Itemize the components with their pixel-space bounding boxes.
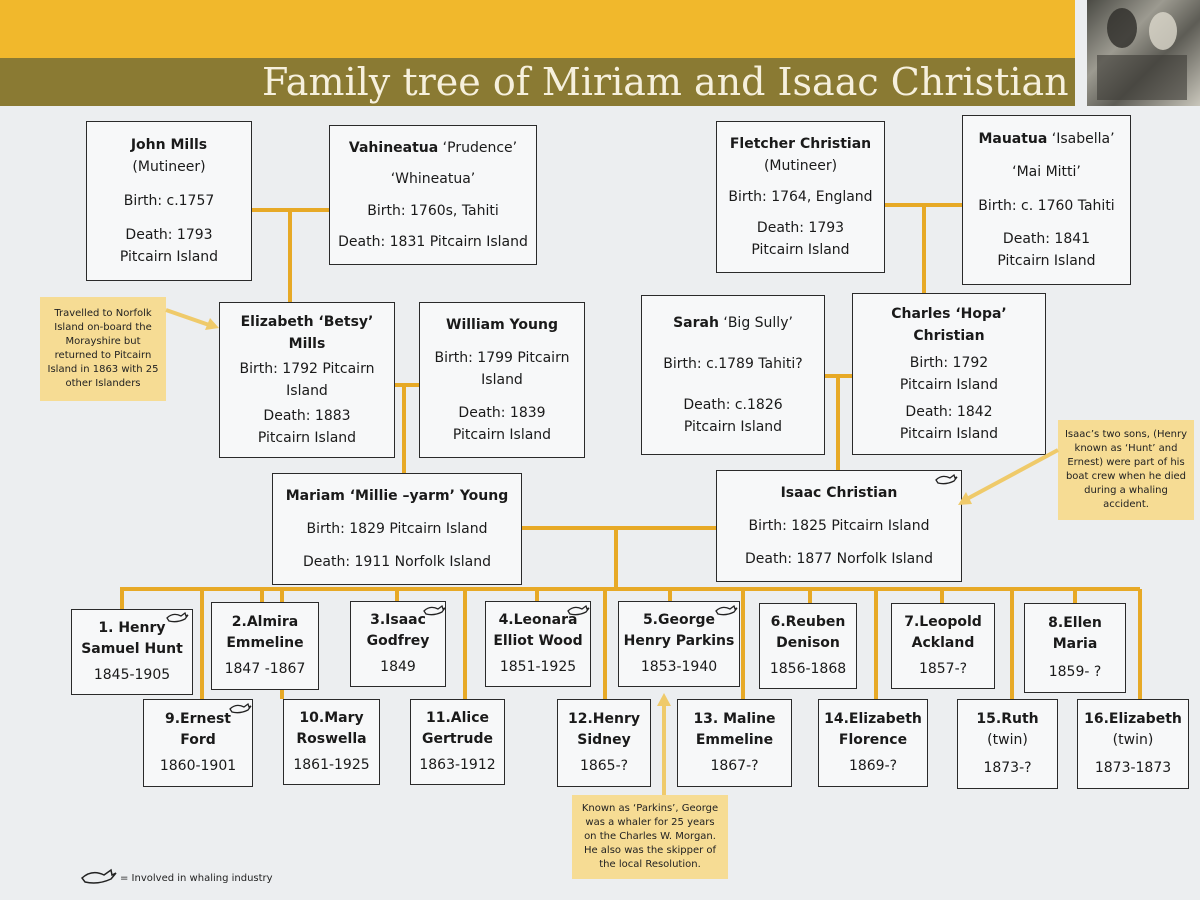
- whale-icon: [229, 702, 252, 714]
- person-mariam-young[interactable]: Mariam ‘Millie –yarm’ Young Birth: 1829 …: [272, 473, 522, 585]
- connector: [603, 589, 607, 699]
- connector: [535, 589, 539, 603]
- whale-icon: [935, 473, 958, 485]
- connector: [402, 385, 406, 473]
- connector: [1138, 589, 1142, 700]
- connector: [741, 589, 745, 699]
- connector: [395, 383, 420, 387]
- connector: [1010, 589, 1014, 699]
- header-band-yellow: [0, 0, 1075, 58]
- person-vahineatua[interactable]: Vahineatua ‘Prudence’ ‘Whineatua’ Birth:…: [329, 125, 537, 265]
- legend-label: = Involved in whaling industry: [120, 873, 273, 884]
- legend-whale-icon: [80, 868, 117, 884]
- page-title: Family tree of Miriam and Isaac Christia…: [262, 60, 1069, 104]
- connector: [1073, 589, 1077, 603]
- connector: [836, 376, 840, 471]
- whale-icon: [567, 604, 590, 616]
- note-george: Known as ‘Parkins’, George was a whaler …: [572, 795, 728, 879]
- person-isaac-christian[interactable]: Isaac Christian Birth: 1825 Pitcairn Isl…: [716, 470, 962, 582]
- connector: [120, 589, 124, 609]
- connector: [288, 210, 292, 302]
- person-charles-hopa-christian[interactable]: Charles ‘Hopa’ Christian Birth: 1792 Pit…: [852, 293, 1046, 455]
- whale-icon: [423, 604, 446, 616]
- person-fletcher-christian[interactable]: Fletcher Christian(Mutineer) Birth: 1764…: [716, 121, 885, 273]
- whale-icon: [715, 604, 738, 616]
- connector: [260, 589, 264, 603]
- child-elizabeth-twin[interactable]: 16.Elizabeth(twin)1873-1873: [1077, 699, 1189, 789]
- whale-icon: [166, 611, 189, 623]
- connector: [120, 587, 1140, 591]
- header-photo: [1087, 0, 1200, 106]
- note-isaac: Isaac’s two sons, (Henry known as ‘Hunt’…: [1058, 420, 1194, 520]
- note-betsy: Travelled to Norfolk Island on-board the…: [40, 297, 166, 401]
- connector: [874, 589, 878, 699]
- connector: [808, 589, 812, 603]
- connector: [395, 589, 399, 603]
- connector: [614, 528, 618, 590]
- person-sarah[interactable]: Sarah ‘Big Sully’ Birth: c.1789 Tahiti? …: [641, 295, 825, 455]
- connector: [940, 589, 944, 603]
- connector: [668, 589, 672, 603]
- connector: [463, 589, 467, 699]
- person-elizabeth-betsy-mills[interactable]: Elizabeth ‘Betsy’ Mills Birth: 1792 Pitc…: [219, 302, 395, 458]
- child-ruth-twin[interactable]: 15.Ruth(twin)1873-?: [957, 699, 1058, 789]
- person-mauatua[interactable]: Mauatua ‘Isabella’ ‘Mai Mitti’ Birth: c.…: [962, 115, 1131, 285]
- header-band-brown: [0, 58, 1075, 106]
- connector: [521, 526, 716, 530]
- person-john-mills[interactable]: John Mills(Mutineer) Birth: c.1757 Death…: [86, 121, 252, 281]
- connector: [922, 205, 926, 293]
- person-william-young[interactable]: William Young Birth: 1799 Pitcairn Islan…: [419, 302, 585, 458]
- connector: [200, 589, 204, 699]
